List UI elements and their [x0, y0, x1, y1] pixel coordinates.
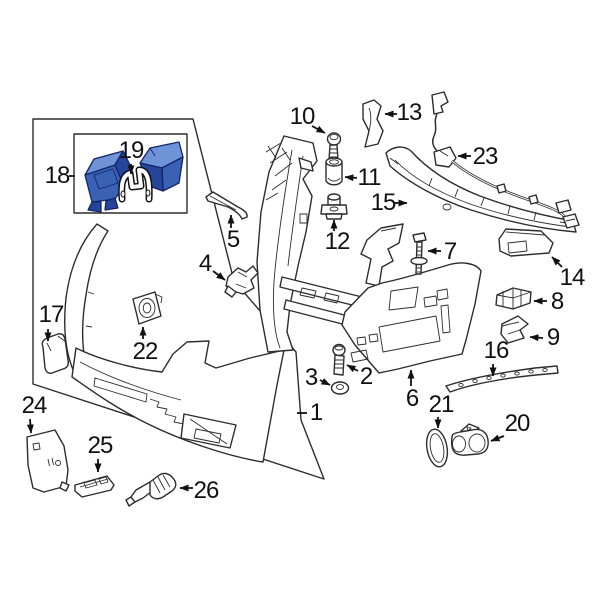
callout-26[interactable]: 26 — [193, 477, 220, 504]
callout-arrow-10 — [311, 125, 326, 134]
part-6-lower-support-panel — [341, 262, 482, 374]
part-11-bushing — [325, 157, 343, 186]
part-8-bracket — [495, 287, 532, 310]
callout-23[interactable]: 23 — [472, 143, 499, 170]
callout-arrow-9 — [529, 334, 544, 342]
callout-14[interactable]: 14 — [559, 264, 586, 291]
callout-19[interactable]: 19 — [118, 137, 145, 164]
callout-9[interactable]: 9 — [546, 324, 560, 351]
callout-arrow-24 — [26, 418, 34, 434]
part-26-temp-sensor — [125, 472, 177, 507]
callout-24[interactable]: 24 — [21, 392, 48, 419]
callout-7[interactable]: 7 — [443, 238, 457, 265]
callout-8[interactable]: 8 — [550, 288, 564, 315]
part-2-bolt — [332, 343, 346, 376]
part-7-bolt — [410, 232, 428, 275]
part-19-retainer-bracket — [118, 166, 153, 203]
callout-arrow-2 — [346, 364, 359, 373]
callout-22[interactable]: 22 — [132, 338, 159, 365]
part-20-park-sensor — [450, 423, 489, 456]
part-25-bracket — [74, 475, 115, 498]
callout-6[interactable]: 6 — [405, 385, 419, 412]
part-1-bumper-cover — [64, 223, 285, 463]
callout-3[interactable]: 3 — [304, 364, 318, 391]
part-14-molding — [498, 228, 554, 257]
callout-arrow-14 — [551, 256, 563, 268]
diagram-frame — [32, 118, 325, 480]
callout-arrows — [26, 110, 563, 492]
part-16-trim-strip — [445, 365, 559, 393]
callout-16[interactable]: 16 — [483, 337, 510, 364]
part-22-sensor-bracket — [132, 291, 163, 325]
callout-20[interactable]: 20 — [504, 410, 531, 437]
callout-11[interactable]: 11 — [357, 164, 382, 191]
callout-15[interactable]: 15 — [370, 189, 397, 216]
part-17-washer-cover — [41, 333, 69, 374]
callout-18[interactable]: 18 — [44, 162, 71, 189]
callout-10[interactable]: 10 — [289, 103, 316, 130]
callout-21[interactable]: 21 — [428, 391, 455, 418]
part-13-bracket — [362, 99, 384, 148]
part-9-bracket — [500, 315, 529, 344]
callout-arrow-20 — [490, 434, 505, 442]
callout-arrow-4 — [212, 270, 226, 281]
callout-arrow-3 — [319, 378, 331, 386]
callout-13[interactable]: 13 — [396, 99, 423, 126]
part-5-seal-strip — [205, 191, 248, 220]
callout-25[interactable]: 25 — [87, 432, 114, 459]
callout-17[interactable]: 17 — [38, 301, 65, 328]
part-4-bracket — [224, 265, 259, 298]
part-23-wiring-harness — [431, 91, 580, 229]
part-12-grommet — [320, 193, 348, 220]
part-21-retainer-ring — [425, 428, 449, 468]
callout-2[interactable]: 2 — [359, 363, 373, 390]
part-3-washer — [330, 381, 350, 395]
part-10-screw — [326, 132, 342, 161]
callout-arrow-11 — [344, 174, 358, 182]
callout-4[interactable]: 4 — [198, 250, 212, 277]
callout-12[interactable]: 12 — [324, 228, 351, 255]
callout-1[interactable]: 1 — [309, 399, 323, 426]
part-24-tow-cover — [26, 429, 70, 493]
callout-5[interactable]: 5 — [226, 226, 240, 253]
